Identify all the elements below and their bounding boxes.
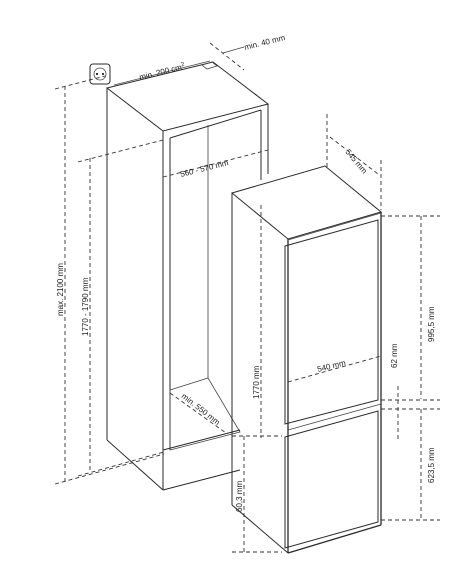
svg-text:1770 mm: 1770 mm bbox=[252, 365, 261, 399]
svg-text:60,3 mm: 60,3 mm bbox=[235, 481, 244, 512]
base-height-dimension: 60,3 mm bbox=[232, 435, 282, 553]
svg-text:540 mm: 540 mm bbox=[316, 358, 347, 374]
fridge-lower-door bbox=[284, 410, 379, 549]
fridge-top bbox=[230, 165, 383, 240]
fridge-upper-door bbox=[284, 219, 379, 425]
svg-text:min. 40 mm: min. 40 mm bbox=[243, 33, 286, 52]
cabinet bbox=[105, 61, 270, 491]
svg-text:min. 550 mm: min. 550 mm bbox=[180, 391, 222, 427]
cabinet-niche-floor bbox=[169, 377, 241, 451]
svg-text:560 - 570 mm: 560 - 570 mm bbox=[179, 158, 229, 179]
svg-text:995,5 mm: 995,5 mm bbox=[427, 306, 436, 342]
svg-text:62 mm: 62 mm bbox=[390, 343, 399, 368]
svg-text:545 mm: 545 mm bbox=[343, 148, 369, 176]
cabinet-top-vent bbox=[201, 61, 218, 70]
fridge bbox=[230, 165, 383, 554]
upper-height-dimension: 995,5 mm bbox=[381, 215, 440, 401]
min-area-dimension: min. 200 cm2 bbox=[113, 60, 211, 86]
niche-height-dimension: 1770 - 1790 mm bbox=[77, 139, 165, 477]
max-height-dimension: max. 2100 mm bbox=[54, 75, 165, 485]
lower-height-dimension: 623,5 mm bbox=[381, 409, 440, 521]
svg-text:max. 2100 mm: max. 2100 mm bbox=[56, 263, 65, 316]
min-gap-dimension: min. 40 mm bbox=[209, 33, 286, 71]
fridge-depth-dimension: 545 mm bbox=[326, 114, 382, 210]
power-socket-icon bbox=[89, 63, 111, 85]
niche-width-dimension: 560 - 570 mm bbox=[162, 149, 269, 179]
svg-text:1770 - 1790 mm: 1770 - 1790 mm bbox=[81, 277, 90, 336]
svg-text:min. 200 cm2: min. 200 cm2 bbox=[138, 62, 186, 82]
fridge-width-dimension: 540 mm bbox=[287, 355, 382, 383]
fridge-height-dimension: 1770 mm bbox=[252, 205, 262, 438]
gap-dimension: 62 mm bbox=[381, 343, 440, 440]
svg-text:623,5 mm: 623,5 mm bbox=[427, 447, 436, 483]
cabinet-top bbox=[105, 61, 270, 132]
niche-depth-dimension: min. 550 mm bbox=[169, 391, 227, 434]
